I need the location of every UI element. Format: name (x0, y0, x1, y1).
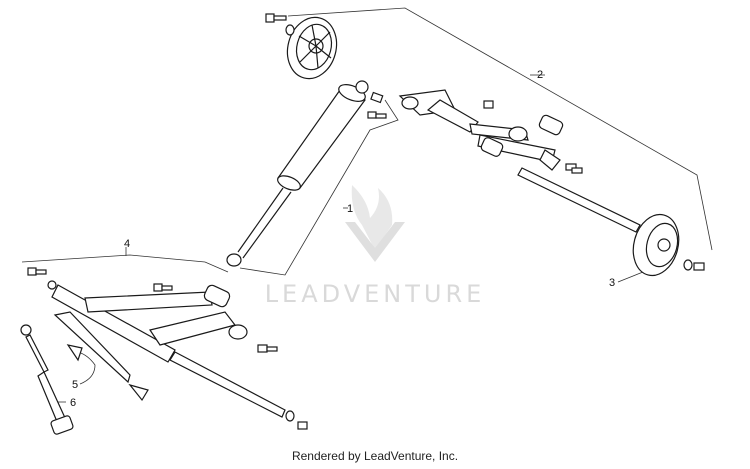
upper-wheel-bolt (265, 13, 295, 36)
a-arm-assembly (27, 267, 278, 363)
upper-rail-shaft (517, 167, 641, 233)
callout-5: 5 (72, 379, 78, 391)
upper-idler-wheel (286, 16, 338, 80)
limiter-strap (53, 311, 149, 402)
watermark-logo (345, 185, 405, 262)
callout-1: 1 (347, 203, 353, 215)
callout-6: 6 (70, 397, 76, 409)
callout-2: 2 (537, 69, 543, 81)
watermark-text: LEADVENTURE (265, 280, 486, 308)
rear-arm-assembly (398, 89, 583, 174)
callout-3: 3 (609, 277, 615, 289)
footer-credit: Rendered by LeadVenture, Inc. (291, 449, 459, 463)
lower-rail-shaft (169, 351, 308, 430)
callout-4: 4 (124, 238, 130, 250)
adjuster-rod (20, 324, 74, 435)
lower-idler-wheel (632, 213, 680, 277)
shock-bolts (367, 91, 387, 119)
lower-wheel-bolt (683, 259, 705, 271)
shock-absorber (226, 80, 369, 267)
leader-lines (21, 7, 713, 403)
